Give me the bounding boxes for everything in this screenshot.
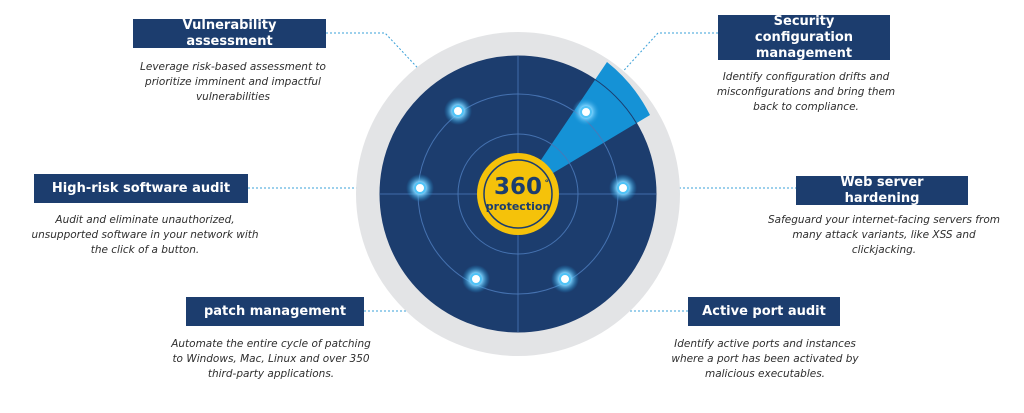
center-badge <box>483 159 553 229</box>
active-port-audit-desc: Identify active ports and instances wher… <box>671 338 859 380</box>
patch-management-title: patch management <box>186 297 364 326</box>
radar-node-security-config <box>572 98 600 126</box>
radar-node-patch <box>462 265 490 293</box>
connector-security-config <box>585 32 718 113</box>
web-server-hardening-desc: Safeguard your internet-facing servers f… <box>768 214 1000 256</box>
vulnerability-assessment-desc: Leverage risk-based assessment to priori… <box>140 61 326 103</box>
security-config-title: Security configuration management <box>718 14 890 61</box>
high-risk-software-desc: Audit and eliminate unauthorized, unsupp… <box>31 214 259 256</box>
security-config-desc: Identify configuration drifts and miscon… <box>716 71 896 113</box>
radar-sweep-sector <box>518 62 650 194</box>
radar-node-vulnerability <box>444 97 472 125</box>
vulnerability-assessment-title: Vulnerability assessment <box>133 18 326 49</box>
web-server-hardening-title: Web server hardening <box>796 175 968 206</box>
patch-management-desc: Automate the entire cycle of patching to… <box>171 338 371 380</box>
radar-node-web-server <box>609 174 637 202</box>
radar-node-high-risk <box>406 174 434 202</box>
active-port-audit-title: Active port audit <box>688 297 840 326</box>
radar-node-active-port <box>551 265 579 293</box>
high-risk-software-title: High-risk software audit <box>34 174 248 203</box>
